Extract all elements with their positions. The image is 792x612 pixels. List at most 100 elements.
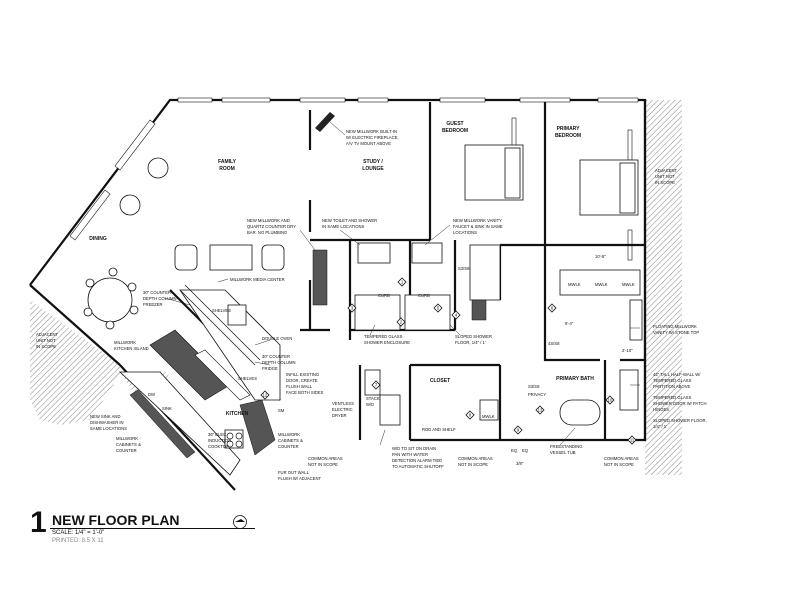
note-infill-1: INFILL EXISTING bbox=[286, 372, 319, 377]
note-common-3a: COMMON AREAS bbox=[604, 456, 639, 461]
tags: CURB CURB SINK DW SM 10'-8" 6'-4" 2'-10"… bbox=[148, 254, 635, 466]
drawing-number: 1 bbox=[30, 506, 47, 539]
note-cab-right-2: CABINETS & bbox=[278, 438, 303, 443]
tag-door-1: S3/S8 bbox=[458, 266, 470, 271]
callout-13: 13 bbox=[538, 408, 543, 413]
callout-11: 11 bbox=[630, 438, 635, 443]
note-cab-left-1: MILLWORK bbox=[116, 436, 138, 441]
note-rod-shelf: ROD AND SHELF bbox=[422, 427, 456, 432]
room-family-line2: ROOM bbox=[219, 166, 235, 172]
note-toilet-shower-1: NEW TOILET AND SHOWER bbox=[322, 218, 377, 223]
note-media-center: MILLWORK MEDIA CENTER bbox=[230, 277, 285, 282]
note-millwork-counter-1: NEW MILLWORK AND bbox=[247, 218, 290, 223]
callout-9: 9 bbox=[517, 428, 520, 433]
note-half-wall-1: 42" TALL HALF-WALL W/ bbox=[653, 372, 701, 377]
tag-eq-1: EQ bbox=[511, 448, 518, 453]
note-millwork-counter-3: BAR. NO PLUMBING bbox=[247, 230, 287, 235]
note-toilet-shower-2: IN SAME LOCATIONS bbox=[322, 224, 364, 229]
room-labels: FAMILY ROOM STUDY / LOUNGE GUEST BEDROOM… bbox=[89, 121, 594, 417]
note-fur-out-1: FUR OUT WALL bbox=[278, 470, 310, 475]
callout-3: 5 bbox=[437, 306, 440, 311]
note-millwork-counter-2: QUARTZ COUNTER DRY bbox=[247, 224, 296, 229]
note-glass-door-2: SHOWER DOOR W/ PATCH bbox=[653, 401, 707, 406]
callout-8: 8 bbox=[469, 413, 472, 418]
note-dryer-1: VENTLESS bbox=[332, 401, 354, 406]
room-family-line1: FAMILY bbox=[218, 159, 237, 165]
note-stack-1: STACK bbox=[366, 396, 380, 401]
note-cab-left-3: COUNTER bbox=[116, 448, 137, 453]
family-room-furniture bbox=[119, 112, 335, 271]
room-dining: DINING bbox=[89, 236, 107, 242]
note-glass-enclosure-1: TEMPERED GLASS bbox=[364, 334, 403, 339]
note-floating-vanity-1: FLOATING MILLWORK bbox=[653, 324, 697, 329]
note-adjacent-right-1: ADJACENT bbox=[655, 168, 678, 173]
tag-dim-top: 10'-8" bbox=[595, 254, 606, 259]
room-primary-bath: PRIMARY BATH bbox=[556, 376, 594, 382]
leader-lines bbox=[164, 121, 640, 446]
note-common-3b: NOT IN SCOPE bbox=[604, 462, 634, 467]
interior-walls bbox=[300, 102, 645, 442]
note-fur-out-2: FLUSH W/ ADJACENT bbox=[278, 476, 321, 481]
callouts: 3 1 5 2 4 6 7 8 9 10 11 12 13 bbox=[260, 277, 637, 445]
north-arrow-icon bbox=[233, 515, 247, 529]
note-sink-dw-2: DISHWASHER IN bbox=[90, 420, 124, 425]
note-cooktop-3: COOKTOP bbox=[208, 444, 229, 449]
note-fireplace-2: W/ ELECTRIC FIREPLACE, bbox=[346, 135, 399, 140]
note-shelves-bottom: SHELVES bbox=[238, 376, 257, 381]
bath-fixtures bbox=[312, 242, 643, 426]
tag-eq-2: EQ bbox=[522, 448, 529, 453]
note-cooktop-1: 36" ELEC bbox=[208, 432, 226, 437]
tag-curb-right: CURB bbox=[418, 293, 430, 298]
note-sink-dw-1: NEW SINK AND bbox=[90, 414, 120, 419]
title-underline bbox=[50, 528, 255, 529]
note-vanity-2: FAUCET & SINK IN SAME bbox=[453, 224, 503, 229]
note-island-1: MILLWORK bbox=[114, 340, 136, 345]
note-island-2: KITCHEN ISLAND bbox=[114, 346, 149, 351]
note-fireplace-1: NEW MILLWORK BUILT-IN bbox=[346, 129, 397, 134]
note-drain-pan-1: W/D TO SIT ON DRAIN bbox=[392, 446, 436, 451]
tag-sm: SM bbox=[278, 408, 285, 413]
tag-curb-left: CURB bbox=[378, 293, 390, 298]
kitchen-block bbox=[118, 284, 281, 491]
note-drain-pan-2: PAN WITH WATER bbox=[392, 452, 428, 457]
note-glass-door-1: TEMPERED GLASS bbox=[653, 395, 692, 400]
note-fridge-1: 30" COUNTER bbox=[262, 354, 290, 359]
printed-size: PRINTED: 8.5 X 11 bbox=[52, 538, 104, 544]
callout-10: 10 bbox=[608, 398, 613, 403]
room-kitchen: KITCHEN bbox=[226, 411, 249, 417]
callout-6: 6 bbox=[551, 306, 554, 311]
note-floating-vanity-2: VANITY W/ STONE TOP bbox=[653, 330, 699, 335]
note-privacy: PRIVACY bbox=[528, 392, 546, 397]
note-drain-pan-4: TO AUTOMATIC SHUTOFF bbox=[392, 464, 444, 469]
note-adjacent-right-3: IN SCOPE bbox=[655, 180, 675, 185]
note-dryer-3: DRYER bbox=[332, 413, 347, 418]
note-infill-4: FACE BOTH SIDES bbox=[286, 390, 324, 395]
room-primary-bed-line1: PRIMARY bbox=[557, 126, 581, 132]
note-shelves-top: SHELVES bbox=[212, 308, 231, 313]
note-adjacent-left-1: ADJACENT bbox=[36, 332, 59, 337]
note-sloped-primary-2: 1/4" / 1' bbox=[653, 424, 667, 429]
note-vanity-1: NEW MILLWORK VANITY bbox=[453, 218, 502, 223]
note-cab-right-1: MILLWORK bbox=[278, 432, 300, 437]
tag-bath-dim: 3/8" bbox=[516, 461, 524, 466]
note-fridge-2: DEPTH COLUMN bbox=[262, 360, 296, 365]
note-sink-dw-3: SAME LOCATIONS bbox=[90, 426, 127, 431]
tag-sink: SINK bbox=[162, 406, 172, 411]
note-freezer-3: FREEZER bbox=[143, 302, 163, 307]
note-sloped-guest-2: FLOOR, 1/4" / 1' bbox=[455, 340, 486, 345]
note-cab-left-2: CABINETS & bbox=[116, 442, 141, 447]
room-guest-line2: BEDROOM bbox=[442, 128, 468, 134]
tag-door-2: 4S/S8 bbox=[548, 341, 560, 346]
note-tub-2: VESSEL TUB bbox=[550, 450, 576, 455]
note-dryer-2: ELECTRIC bbox=[332, 407, 353, 412]
note-drain-pan-3: DETECTION ALARM TIED bbox=[392, 458, 442, 463]
note-mwlk-closet: MWLK bbox=[482, 414, 495, 419]
tag-dim-side: 6'-4" bbox=[565, 321, 574, 326]
note-glass-enclosure-2: SHOWER ENCLOSURE bbox=[364, 340, 410, 345]
tag-mwlk-1: MWLK bbox=[568, 282, 581, 287]
tag-mwlk-2: MWLK bbox=[595, 282, 608, 287]
note-cooktop-2: INDUCTION bbox=[208, 438, 231, 443]
exterior-walls bbox=[29, 97, 647, 442]
note-sloped-guest-1: SLOPED SHOWER bbox=[455, 334, 492, 339]
